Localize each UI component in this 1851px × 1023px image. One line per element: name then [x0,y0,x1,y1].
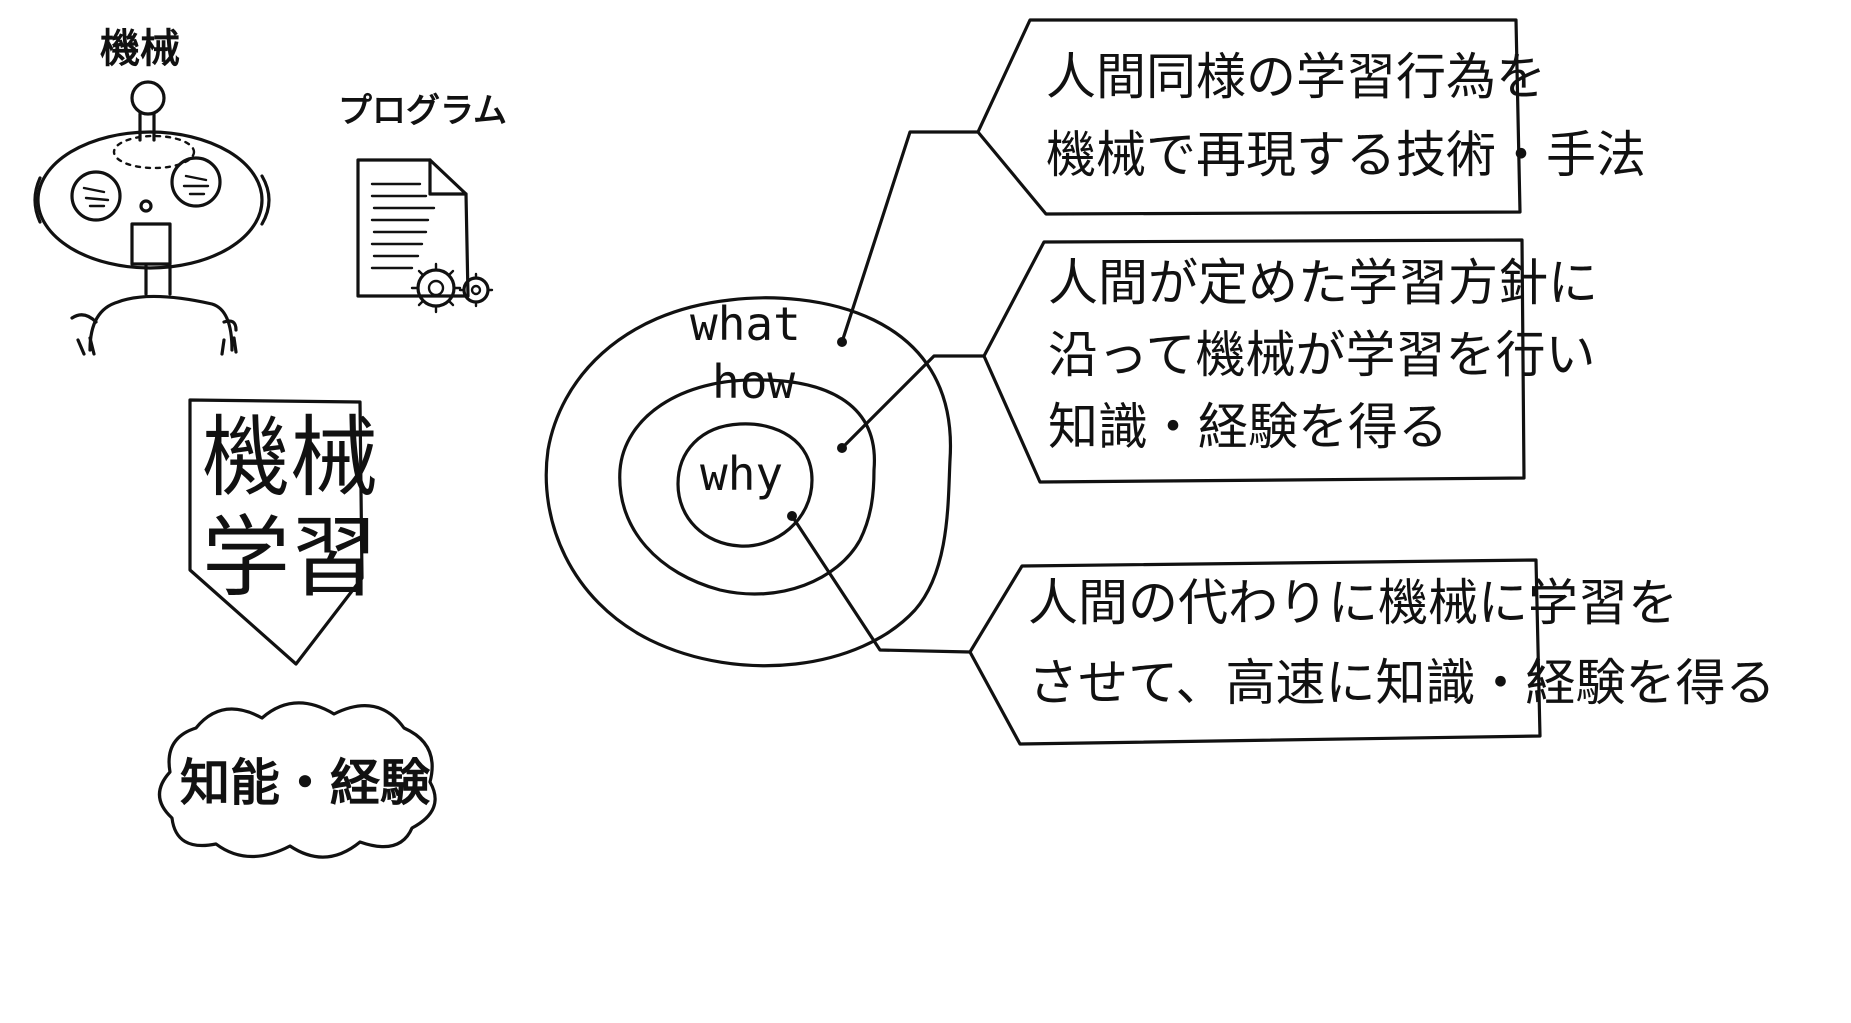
robot-left-eye [70,170,122,222]
golden-circle: what how why [544,296,952,668]
connector-why [790,514,972,654]
robot-label: 機械 [100,26,180,72]
program-label: プログラム [338,91,507,131]
connectors [790,130,986,654]
document-icon [356,158,470,298]
callout-what-shape [976,18,1522,216]
robot-body [88,294,234,352]
callout-why-line-1: 人間の代わりに機械に学習を [1028,574,1678,632]
callout-why: 人間の代わりに機械に学習を させて、高速に知識・経験を得る [968,558,1776,746]
robot-left-ear [33,176,42,224]
label-what: what [690,297,801,351]
gear-icon [410,262,494,314]
robot-right-eye [170,156,222,208]
robot-mouth [130,222,172,266]
robot-nose [139,199,153,213]
shield-shape [188,398,364,666]
machine-learning-shield: 機械 学習 [188,398,378,666]
callout-how-line-1: 人間が定めた学習方針に [1048,254,1598,312]
callout-what-line-2: 機械で再現する技術・手法 [1046,126,1646,184]
program-illustration: プログラム [338,91,507,314]
robot-antenna-ball [130,80,166,116]
callout-how-shape [982,238,1526,484]
connector-what [840,130,980,344]
connector-how [840,354,986,450]
callout-why-shape [968,558,1542,746]
document-lines [370,182,436,270]
shield-line-1: 機械 [202,406,378,509]
robot-left-hand [70,313,98,356]
label-why: why [700,447,783,501]
outer-circle-what [544,296,952,668]
callout-what: 人間同様の学習行為を 機械で再現する技術・手法 [976,18,1646,216]
robot-right-ear [260,174,271,226]
callout-how-line-3: 知識・経験を得る [1048,398,1448,456]
callout-how: 人間が定めた学習方針に 沿って機械が学習を行い 知識・経験を得る [982,238,1598,484]
robot-head [36,130,264,270]
shield-line-2: 学習 [202,506,378,609]
cloud-shape [157,701,437,859]
cloud-label: 知能・経験 [180,754,431,812]
robot-brain-plate [112,134,196,170]
label-how: how [712,355,795,409]
callout-how-line-2: 沿って機械が学習を行い [1048,326,1596,384]
callout-why-line-2: させて、高速に知識・経験を得る [1028,654,1776,712]
robot-illustration: 機械 [33,26,271,356]
robot-right-hand [220,319,238,356]
callout-what-line-1: 人間同様の学習行為を [1046,48,1546,106]
inner-circle-why [676,422,814,548]
middle-circle-how [618,378,876,596]
intelligence-cloud: 知能・経験 [157,701,437,859]
